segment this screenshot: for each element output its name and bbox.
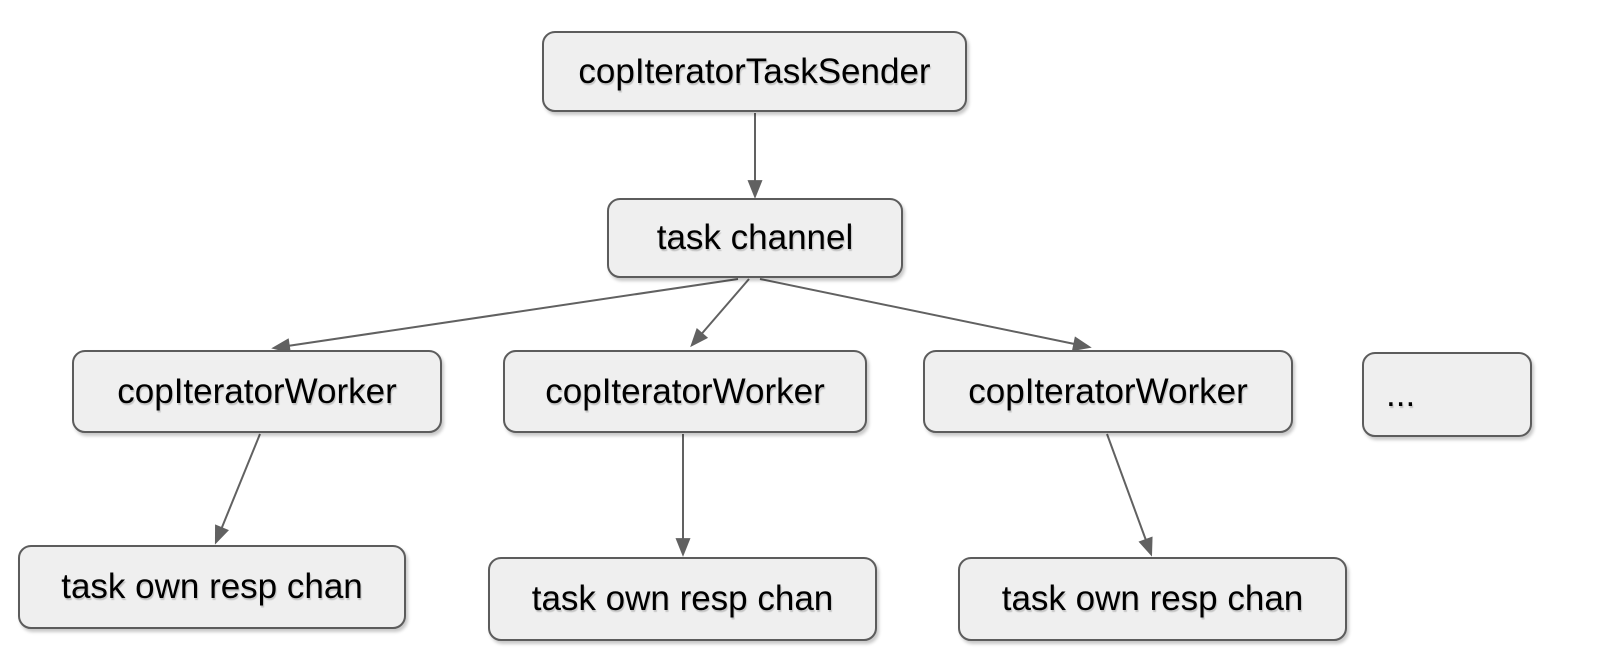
node-task-channel: task channel: [607, 198, 903, 278]
node-cop-iterator-worker-3: copIteratorWorker: [923, 350, 1293, 433]
node-task-own-resp-chan-2: task own resp chan: [488, 557, 877, 641]
edge-task-channel-to-worker-3: [759, 278, 1092, 352]
node-task-own-resp-chan-3: task own resp chan: [958, 557, 1347, 641]
edge-task-channel-to-worker-2: [690, 278, 750, 348]
edge-worker-3-to-resp-chan-3: [1106, 433, 1153, 557]
node-task-own-resp-chan-1: task own resp chan: [18, 545, 406, 629]
node-more-workers-ellipsis: ...: [1362, 352, 1532, 437]
edge-task-channel-to-worker-1: [271, 278, 739, 354]
node-cop-iterator-worker-2: copIteratorWorker: [503, 350, 867, 433]
node-cop-iterator-worker-1: copIteratorWorker: [72, 350, 442, 433]
edge-worker-1-to-resp-chan-1: [214, 433, 261, 545]
node-cop-iterator-task-sender: copIteratorTaskSender: [542, 31, 967, 112]
